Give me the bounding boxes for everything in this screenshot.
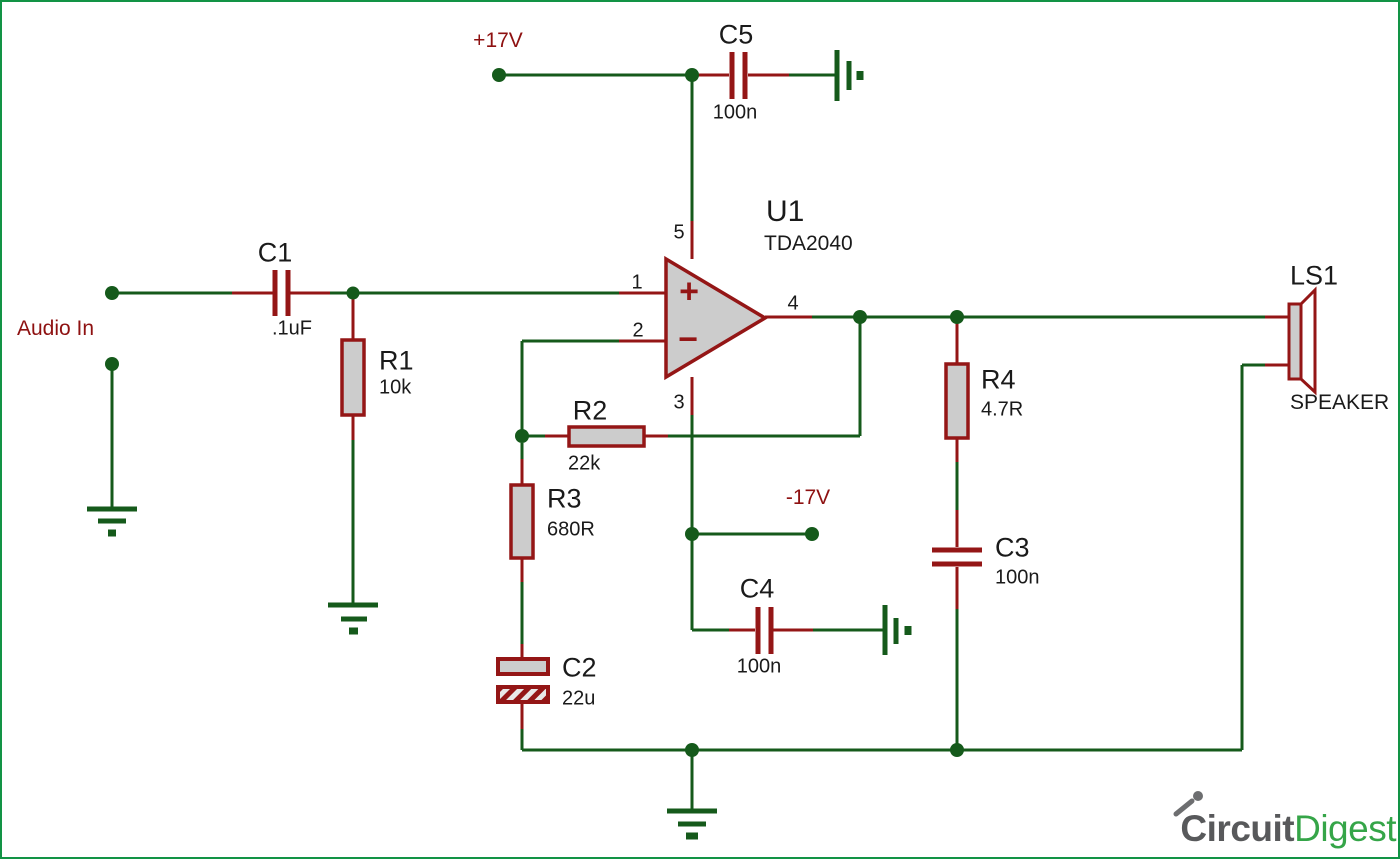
capacitor-c5-symbol bbox=[729, 52, 748, 99]
logo-screwdriver-icon bbox=[1173, 791, 1203, 817]
logo-text-primary: Circuit bbox=[1180, 808, 1295, 849]
pin-number-3: 3 bbox=[673, 391, 685, 414]
ground-icon bbox=[87, 506, 137, 537]
ground-symbols bbox=[87, 50, 912, 840]
pin-stubs bbox=[232, 73, 1289, 729]
u1-ref: U1 bbox=[766, 195, 805, 228]
junction-dots bbox=[105, 68, 964, 757]
r1-value: 10k bbox=[379, 376, 412, 399]
r2-value: 22k bbox=[568, 452, 601, 475]
capacitor-c4-symbol bbox=[755, 607, 774, 654]
r2-ref: R2 bbox=[572, 395, 608, 426]
resistor-r3-symbol bbox=[509, 483, 535, 560]
capacitor-c3-symbol bbox=[932, 547, 982, 567]
capacitor-c2-symbol bbox=[496, 657, 550, 704]
c5-value: 100n bbox=[712, 101, 758, 124]
ground-icon bbox=[834, 50, 864, 101]
c1-value: .1uF bbox=[271, 317, 313, 340]
pin-number-4: 4 bbox=[787, 292, 799, 315]
c4-value: 100n bbox=[736, 655, 782, 678]
r3-value: 680R bbox=[547, 518, 595, 541]
capacitor-plates bbox=[272, 52, 982, 654]
logo-text-secondary: Digest bbox=[1294, 808, 1396, 849]
c5-ref: C5 bbox=[718, 19, 754, 50]
resistor-r4-symbol bbox=[944, 362, 970, 440]
net-label-vneg: -17V bbox=[785, 486, 831, 509]
c4-ref: C4 bbox=[739, 573, 775, 604]
ls1-ref: LS1 bbox=[1290, 260, 1339, 291]
terminal-vpos bbox=[492, 68, 506, 82]
ground-icon bbox=[328, 602, 378, 635]
r3-ref: R3 bbox=[547, 483, 582, 514]
r4-value: 4.7R bbox=[981, 398, 1024, 421]
speaker-symbol bbox=[1287, 286, 1317, 396]
wires bbox=[110, 73, 1265, 810]
capacitor-c1-symbol bbox=[272, 270, 291, 316]
c3-value: 100n bbox=[995, 566, 1040, 589]
c2-value: 22u bbox=[562, 687, 596, 710]
audio-in-label: Audio In bbox=[17, 317, 95, 340]
r1-ref: R1 bbox=[379, 345, 414, 376]
opamp-minus-input-symbol: − bbox=[678, 320, 698, 359]
terminal-vneg bbox=[805, 527, 819, 541]
terminal-audio-return bbox=[105, 357, 119, 371]
u1-part: TDA2040 bbox=[764, 232, 853, 255]
terminal-audio-in bbox=[105, 286, 119, 300]
speaker-label: SPEAKER bbox=[1290, 391, 1390, 414]
resistor-r1-symbol bbox=[340, 338, 366, 417]
c2-ref: C2 bbox=[562, 652, 597, 683]
ground-icon bbox=[667, 808, 717, 840]
pin-number-2: 2 bbox=[632, 319, 644, 342]
resistors bbox=[340, 338, 970, 560]
opamp-plus-input-symbol: + bbox=[679, 272, 699, 311]
c1-ref: C1 bbox=[257, 237, 293, 268]
pin-number-1: 1 bbox=[631, 271, 643, 294]
ground-icon bbox=[882, 605, 912, 655]
opamp-triangle bbox=[664, 255, 769, 381]
pin-number-5: 5 bbox=[673, 221, 685, 244]
resistor-r2-symbol bbox=[567, 425, 646, 448]
c3-ref: C3 bbox=[995, 532, 1030, 563]
r4-ref: R4 bbox=[981, 364, 1016, 395]
net-label-vpos: +17V bbox=[473, 29, 523, 52]
